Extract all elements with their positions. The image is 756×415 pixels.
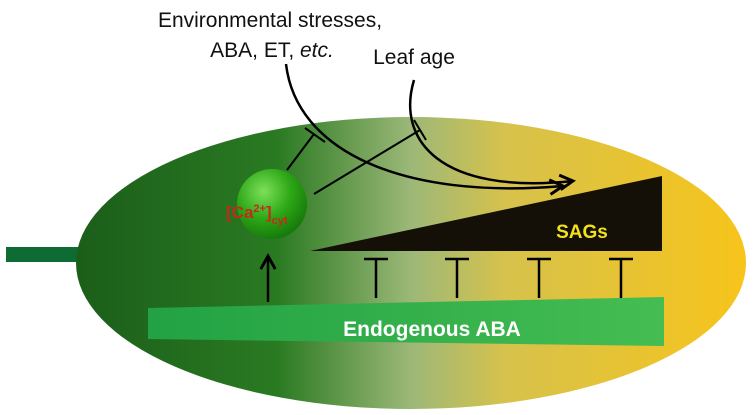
leaf-age-to-sags-arrow bbox=[409, 79, 573, 183]
endogenous-aba-label: Endogenous ABA bbox=[343, 318, 521, 341]
leaf-age-label: Leaf age bbox=[373, 46, 455, 69]
stresses-label-line1: Environmental stresses, bbox=[158, 9, 382, 32]
calcium-sphere bbox=[237, 169, 307, 239]
petiole bbox=[6, 247, 94, 262]
stresses-to-sags-arrow bbox=[284, 63, 563, 188]
calcium-label: [Ca2+]cyt bbox=[226, 203, 288, 227]
leaf-blade bbox=[76, 117, 746, 409]
aba-inhibits-sags bbox=[364, 257, 633, 298]
endogenous-aba-bar bbox=[148, 297, 664, 346]
stresses-label-line2: ABA, ET, etc. bbox=[210, 39, 334, 62]
sags-wedge bbox=[310, 176, 662, 251]
sags-label: SAGs bbox=[556, 222, 608, 243]
